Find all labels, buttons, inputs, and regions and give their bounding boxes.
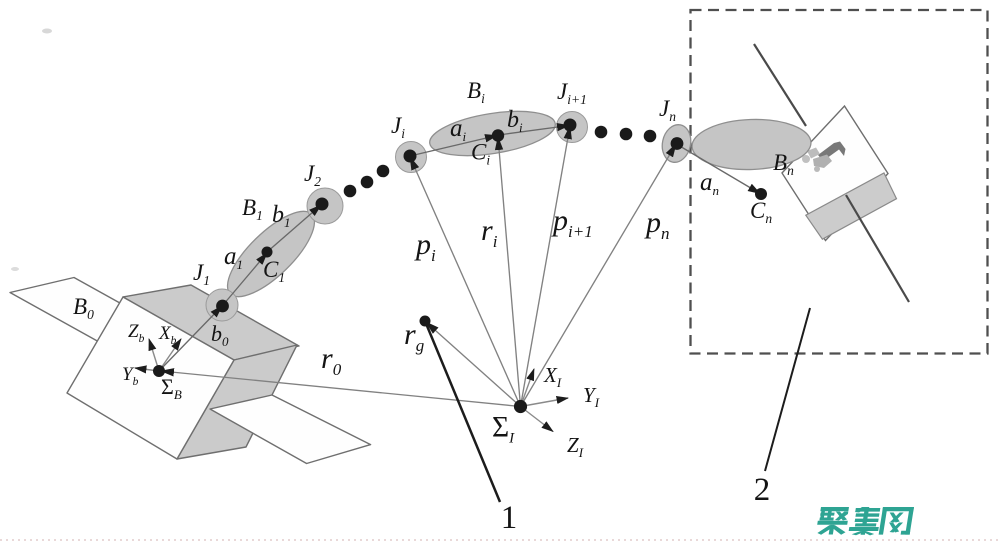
svg-text:Ci: Ci <box>471 140 490 168</box>
svg-text:pi: pi <box>414 228 436 265</box>
svg-text:2: 2 <box>754 472 771 508</box>
svg-text:1: 1 <box>501 500 518 536</box>
svg-text:Bi: Bi <box>467 78 485 106</box>
svg-text:ai: ai <box>450 115 467 144</box>
